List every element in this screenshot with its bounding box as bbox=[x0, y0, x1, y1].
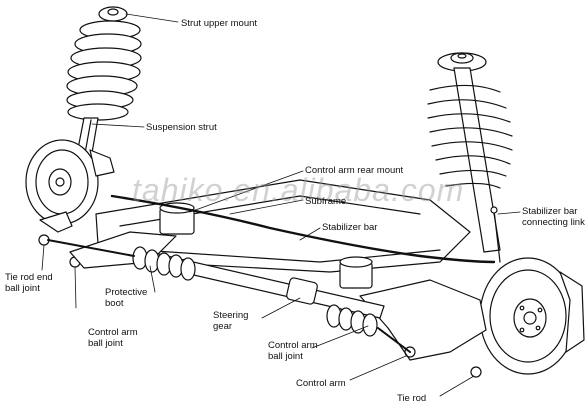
label-control-arm-rear-mount: Control arm rear mount bbox=[305, 165, 404, 176]
right-control-arm bbox=[359, 279, 487, 361]
steering-gear-assembly bbox=[132, 246, 385, 337]
control-arm-rear-mounts bbox=[159, 202, 373, 289]
left-strut-assembly bbox=[25, 6, 142, 268]
left-brake-disc bbox=[25, 139, 99, 225]
leader-lines bbox=[41, 13, 521, 397]
label-suspension-strut: Suspension strut bbox=[146, 122, 217, 133]
right-brake-caliper bbox=[559, 271, 585, 353]
label-stabilizer-bar: Stabilizer bar bbox=[322, 222, 378, 233]
watermark: tahiko.en.alibaba.com bbox=[132, 172, 465, 208]
label-stabilizer-bar-connecting-link: Stabilizer bar connecting link bbox=[522, 206, 585, 228]
right-strut-assembly bbox=[427, 52, 585, 375]
right-protective-boot bbox=[326, 304, 378, 337]
label-control-arm: Control arm bbox=[296, 378, 346, 389]
label-protective-boot: Protective boot bbox=[105, 287, 148, 309]
label-strut-upper-mount: Strut upper mount bbox=[181, 18, 258, 29]
label-steering-gear: Steering gear bbox=[213, 310, 249, 332]
right-control-arm-ball-joint bbox=[470, 366, 482, 378]
label-tie-rod: Tie rod bbox=[397, 393, 427, 404]
left-coil-spring bbox=[66, 20, 142, 121]
label-control-arm-ball-joint-right: Control arm ball joint bbox=[268, 340, 318, 362]
right-coil-spring bbox=[427, 84, 513, 189]
right-tie-rod bbox=[377, 327, 411, 353]
stabilizer-bar bbox=[110, 194, 496, 264]
left-protective-boot bbox=[132, 246, 196, 281]
label-subframe: Subframe bbox=[305, 196, 347, 207]
label-control-arm-ball-joint-left: Control arm ball joint bbox=[88, 327, 138, 349]
label-tie-rod-end-ball-joint: Tie rod end ball joint bbox=[5, 272, 53, 294]
right-tie-rod-end bbox=[404, 346, 416, 358]
left-tie-rod bbox=[47, 239, 135, 257]
